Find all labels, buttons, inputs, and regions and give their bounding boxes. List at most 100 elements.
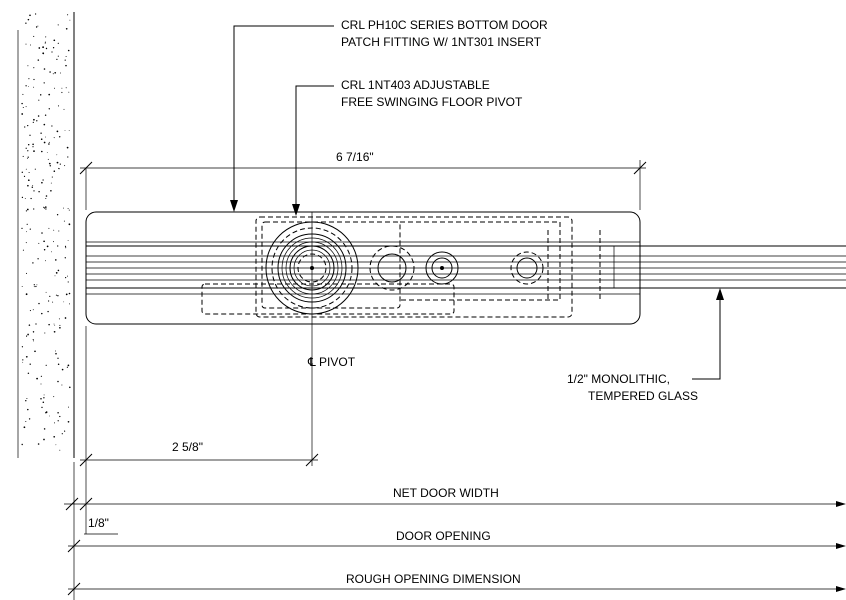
wall-speckle-dot (69, 19, 71, 21)
wall-speckle-dot (67, 420, 70, 423)
wall-speckle-dot (59, 415, 61, 418)
wall-speckle-dot (59, 72, 61, 74)
wall-speckle-dot (54, 259, 57, 261)
wall-speckle-dot (61, 384, 63, 386)
wall-speckle-dot (51, 251, 52, 253)
wall-speckle-dot (25, 420, 27, 423)
wall-speckle-dot (44, 42, 46, 44)
wall-speckle-dot (48, 415, 50, 417)
wall-speckle-dot (45, 364, 47, 366)
wall-speckle-dot (47, 310, 49, 313)
wall-speckle-dot (57, 269, 60, 272)
wall-speckle-dot (26, 397, 28, 400)
wall-speckle-dot (67, 208, 69, 210)
wall-speckle-dot (64, 245, 67, 248)
wall-speckle-dot (67, 275, 68, 277)
wall-speckle-dot (42, 179, 44, 181)
wall-speckle-dot (54, 324, 56, 326)
wall-speckle-dot (49, 71, 51, 73)
label-glass-line1: 1/2" MONOLITHIC, (567, 372, 670, 386)
wall-speckle-dot (32, 331, 35, 333)
wall-speckle-dot (53, 435, 56, 438)
leader-floor-pivot (292, 85, 334, 216)
wall-speckle-dot (38, 47, 41, 49)
wall-speckle-dot (25, 210, 27, 212)
wall-speckle-dot (53, 229, 55, 231)
wall-speckle-dot (28, 324, 31, 326)
wall-speckle-dot (43, 141, 46, 144)
wall-speckle-dot (32, 340, 34, 342)
wall-speckle-dot (21, 346, 24, 348)
wall-speckle-dot (33, 286, 35, 288)
wall-speckle-dot (25, 355, 28, 358)
wall-speckle-dot (25, 272, 28, 274)
wall-speckle-dot (49, 165, 52, 167)
wall-speckle-dot (51, 125, 53, 127)
wall-speckle-dot (26, 208, 29, 211)
wall-speckle-dot (69, 303, 70, 305)
wall-speckle-dot (65, 55, 67, 58)
wall-speckle-dot (64, 129, 66, 131)
wall-speckle-dot (33, 118, 35, 121)
wall-speckle-dot (22, 93, 24, 95)
wall-speckle-dot (40, 375, 43, 377)
wall-speckle-dot (48, 227, 50, 229)
wall-speckle-dot (47, 158, 49, 160)
wall-speckle-dot (56, 58, 58, 61)
wall-speckle-dot (35, 323, 37, 325)
wall-speckle-dot (53, 170, 56, 172)
wall-speckle-dot (34, 350, 36, 353)
wall-speckle-pattern (21, 13, 71, 451)
wall-speckle-dot (61, 87, 63, 89)
wall-speckle-dot (40, 397, 42, 400)
wall-speckle-dot (27, 408, 29, 411)
wall-speckle-dot (23, 426, 26, 429)
wall-speckle-dot (59, 163, 61, 165)
wall-speckle-dot (27, 150, 29, 152)
wall-speckle-dot (26, 223, 28, 225)
wall-speckle-dot (61, 91, 63, 94)
wall-speckle-dot (26, 157, 28, 159)
wall-speckle-dot (45, 197, 47, 200)
wall-speckle-dot (26, 335, 28, 337)
wall-speckle-dot (33, 284, 35, 286)
wall-speckle-dot (29, 228, 31, 230)
wall-speckle-dot (21, 102, 23, 105)
wall-speckle-dot (25, 85, 27, 87)
wall-speckle-dot (25, 106, 27, 108)
wall-speckle-dot (22, 106, 24, 109)
wall-speckle-dot (29, 14, 31, 17)
glass-panel (86, 245, 846, 289)
wall-speckle-dot (32, 146, 34, 148)
label-patch-fitting-line2: PATCH FITTING W/ 1NT301 INSERT (341, 35, 542, 49)
wall-speckle-dot (67, 14, 69, 16)
wall-speckle-dot (46, 245, 49, 248)
wall-speckle-dot (59, 324, 61, 326)
wall-speckle-dot (28, 418, 31, 420)
dimension-fitting-length (79, 160, 647, 210)
wall-speckle-dot (52, 73, 54, 75)
wall-speckle-dot (33, 78, 35, 81)
wall-speckle-dot (64, 59, 66, 61)
wall-speckle-dot (27, 124, 29, 127)
wall-speckle-dot (64, 257, 66, 259)
wall-speckle-dot (65, 87, 67, 89)
wall-speckle-dot (57, 295, 59, 297)
wall-speckle-dot (21, 171, 23, 173)
wall-speckle-dot (65, 247, 67, 249)
wall-speckle-dot (28, 171, 30, 174)
dimension-strings (64, 462, 846, 600)
wall-speckle-dot (43, 206, 45, 208)
wall-speckle-dot (33, 35, 35, 37)
wall-speckle-dot (57, 357, 59, 359)
wall-speckle-dot (57, 380, 59, 383)
wall-speckle-dot (53, 330, 56, 333)
wall-speckle-dot (57, 42, 59, 44)
wall-speckle-dot (57, 105, 60, 107)
wall-speckle-dot (65, 64, 67, 67)
wall-speckle-dot (38, 99, 40, 101)
wall-speckle-dot (51, 176, 53, 178)
wall-speckle-dot (22, 361, 24, 363)
wall-speckle-dot (21, 196, 24, 199)
wall-speckle-dot (25, 43, 27, 45)
